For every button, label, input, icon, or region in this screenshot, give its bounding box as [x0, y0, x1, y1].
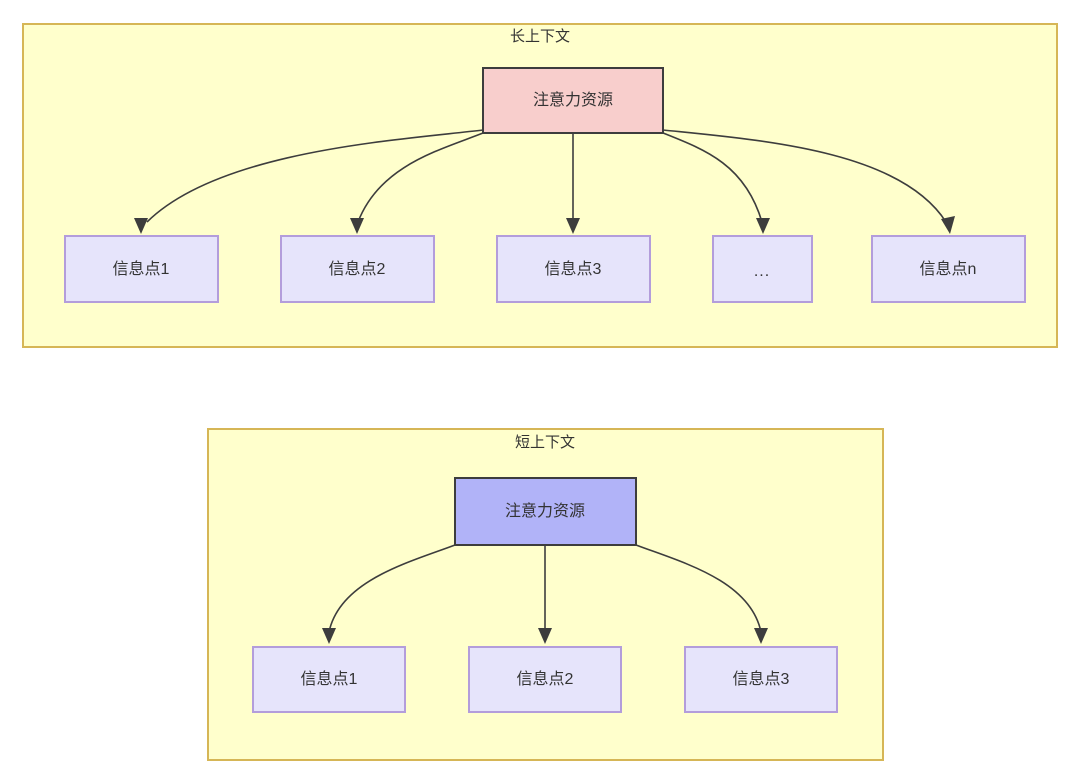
edges-long-context: [134, 129, 955, 234]
arrowhead-info3-short: [754, 628, 768, 644]
node-info-point-1-long-label: 信息点1: [113, 260, 170, 278]
node-attention-resource-short-rect[interactable]: [454, 477, 637, 546]
node-info-point-2-long-rect[interactable]: [280, 235, 435, 303]
node-attention-resource-long[interactable]: 注意力资源: [482, 67, 664, 134]
node-info-point-2-long-label: 信息点2: [329, 260, 386, 278]
edge-root-to-info3-short: [635, 544, 762, 633]
node-info-point-n-long-rect[interactable]: [871, 235, 1026, 303]
node-info-point-3-short[interactable]: 信息点3: [684, 646, 838, 713]
edge-root-to-info1: [146, 129, 484, 223]
arrowhead-ellipsis: [756, 218, 770, 234]
node-info-point-n-long[interactable]: 信息点n: [871, 235, 1026, 303]
arrowhead-info2-short: [538, 628, 552, 644]
panel-title-short-context: 短上下文: [515, 434, 575, 451]
arrowhead-infon: [941, 216, 955, 234]
arrowhead-info3: [566, 218, 580, 234]
node-info-point-1-long[interactable]: 信息点1: [64, 235, 219, 303]
arrowhead-info2: [350, 218, 364, 234]
node-info-point-2-short-label: 信息点2: [517, 670, 574, 688]
node-info-point-1-short-rect[interactable]: [252, 646, 406, 713]
node-attention-resource-short[interactable]: 注意力资源: [454, 477, 637, 546]
edge-root-to-info2: [357, 132, 484, 223]
node-info-point-2-short-rect[interactable]: [468, 646, 622, 713]
node-info-point-1-short[interactable]: 信息点1: [252, 646, 406, 713]
panel-title-long-context: 长上下文: [510, 28, 570, 45]
node-attention-resource-short-label: 注意力资源: [505, 501, 585, 520]
node-attention-resource-long-rect[interactable]: [482, 67, 664, 134]
node-info-point-2-short[interactable]: 信息点2: [468, 646, 622, 713]
node-info-point-1-long-rect[interactable]: [64, 235, 219, 303]
arrowhead-info1-short: [322, 628, 336, 644]
node-info-point-ellipsis-long-label: ...: [754, 263, 770, 280]
node-info-point-3-long-rect[interactable]: [496, 235, 651, 303]
edge-root-to-ellipsis: [662, 132, 763, 223]
node-info-point-3-short-rect[interactable]: [684, 646, 838, 713]
node-info-point-3-long[interactable]: 信息点3: [496, 235, 651, 303]
edge-root-to-info1-short: [328, 544, 456, 633]
node-info-point-3-short-label: 信息点3: [733, 670, 790, 688]
node-info-point-n-long-label: 信息点n: [920, 260, 977, 278]
node-info-point-1-short-label: 信息点1: [301, 670, 358, 688]
node-info-point-3-long-label: 信息点3: [545, 260, 602, 278]
node-info-point-ellipsis-long[interactable]: ...: [712, 235, 813, 303]
panel-long-context: 长上下文 注意: [22, 23, 1058, 348]
arrowhead-info1: [134, 218, 148, 234]
edges-short-context: [322, 544, 768, 644]
panel-short-context: 短上下文 注意力资源 信息点1: [207, 428, 884, 761]
node-info-point-2-long[interactable]: 信息点2: [280, 235, 435, 303]
edge-root-to-infon: [662, 129, 947, 223]
node-info-point-ellipsis-long-rect[interactable]: [712, 235, 813, 303]
node-attention-resource-long-label: 注意力资源: [533, 90, 613, 109]
